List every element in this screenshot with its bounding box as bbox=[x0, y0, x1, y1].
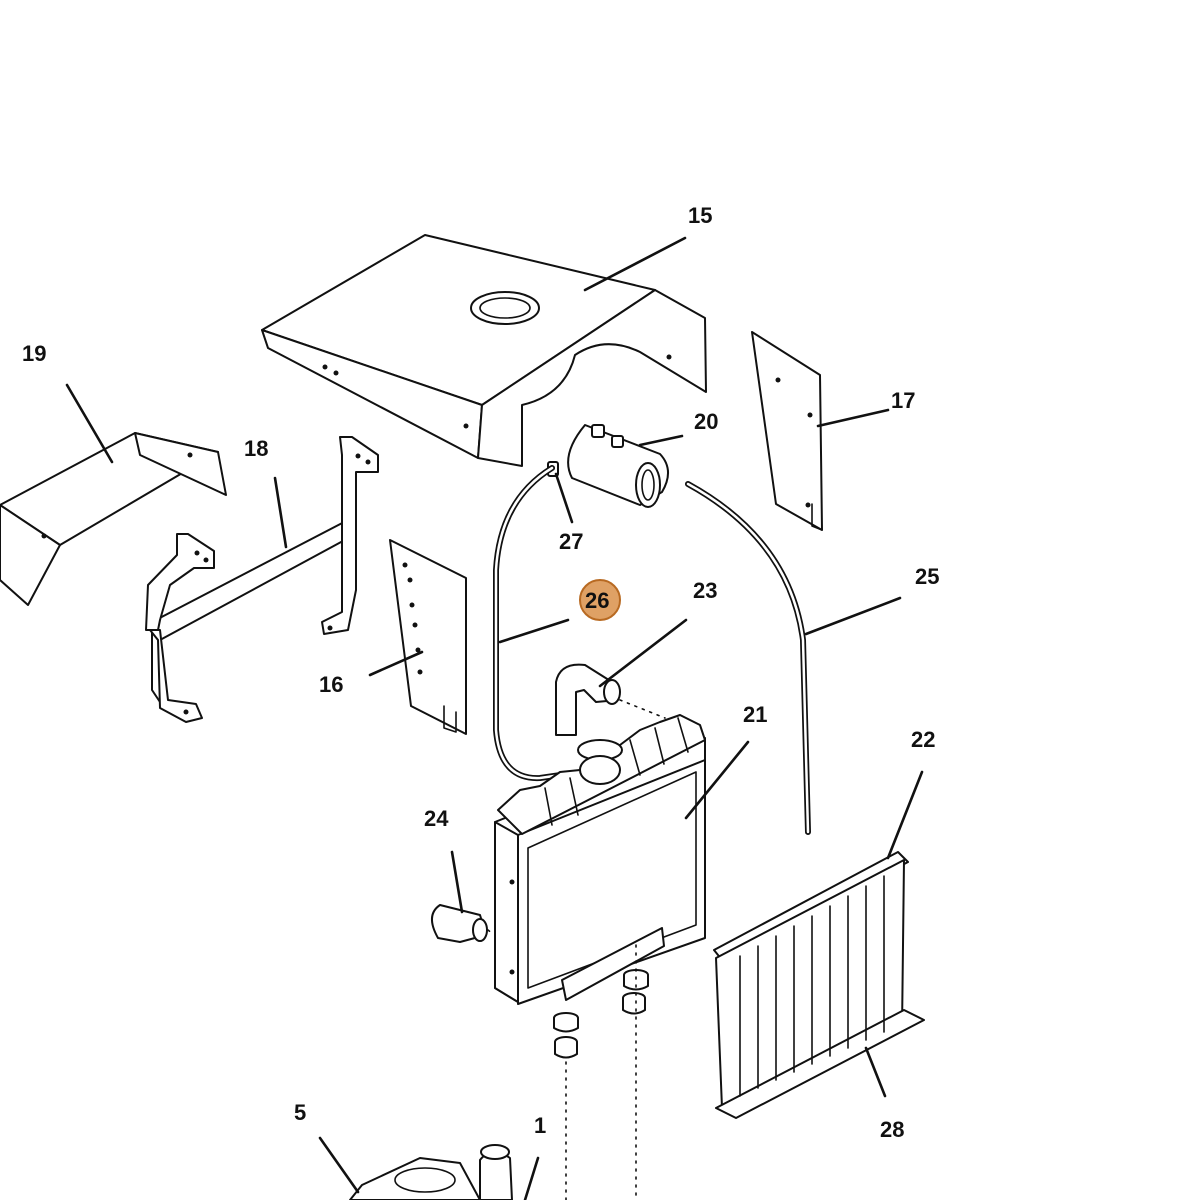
callout-24[interactable]: 24 bbox=[424, 806, 449, 831]
callout-20[interactable]: 20 bbox=[694, 409, 718, 434]
callout-1[interactable]: 1 bbox=[534, 1113, 546, 1138]
part-21-radiator[interactable] bbox=[494, 714, 706, 1005]
mounting-grommets bbox=[553, 969, 649, 1059]
part-26-overflow-hose-inner bbox=[494, 466, 597, 780]
callout-5[interactable]: 5 bbox=[294, 1100, 306, 1125]
part-5-engine-cover[interactable] bbox=[349, 1157, 481, 1200]
leader-lines bbox=[65, 236, 924, 1200]
callout-19[interactable]: 19 bbox=[22, 341, 46, 366]
highlight-badge bbox=[579, 579, 621, 621]
alignment-line bbox=[619, 699, 666, 719]
callout-25[interactable]: 25 bbox=[915, 564, 939, 589]
callout-23[interactable]: 23 bbox=[693, 578, 717, 603]
part-1-filler-neck[interactable] bbox=[479, 1144, 513, 1200]
callout-15[interactable]: 15 bbox=[688, 203, 712, 228]
part-25-hose-inner bbox=[686, 482, 810, 834]
callout-26[interactable]: 26 bbox=[585, 588, 609, 613]
part-15-shroud[interactable] bbox=[261, 234, 707, 467]
callout-18[interactable]: 18 bbox=[244, 436, 268, 461]
callout-21[interactable]: 21 bbox=[743, 702, 767, 727]
callout-28[interactable]: 28 bbox=[880, 1117, 904, 1142]
alignment-line bbox=[487, 929, 495, 936]
part-17-baffle-plate[interactable] bbox=[751, 331, 823, 531]
part-26-overflow-hose[interactable] bbox=[493, 465, 598, 782]
callout-22[interactable]: 22 bbox=[911, 727, 935, 752]
part-16-baffle-plate[interactable] bbox=[389, 539, 467, 735]
part-18-support-frame[interactable] bbox=[145, 436, 379, 723]
callout-16[interactable]: 16 bbox=[319, 672, 343, 697]
part-20-overflow-tank[interactable] bbox=[567, 424, 669, 508]
part-23-upper-hose[interactable] bbox=[555, 663, 621, 736]
part-19-side-panel[interactable] bbox=[0, 432, 227, 606]
callout-17[interactable]: 17 bbox=[891, 388, 915, 413]
part-24-lower-hose[interactable] bbox=[431, 904, 488, 943]
callout-27[interactable]: 27 bbox=[559, 529, 583, 554]
part-22-28-radiator-screen[interactable] bbox=[713, 851, 925, 1119]
